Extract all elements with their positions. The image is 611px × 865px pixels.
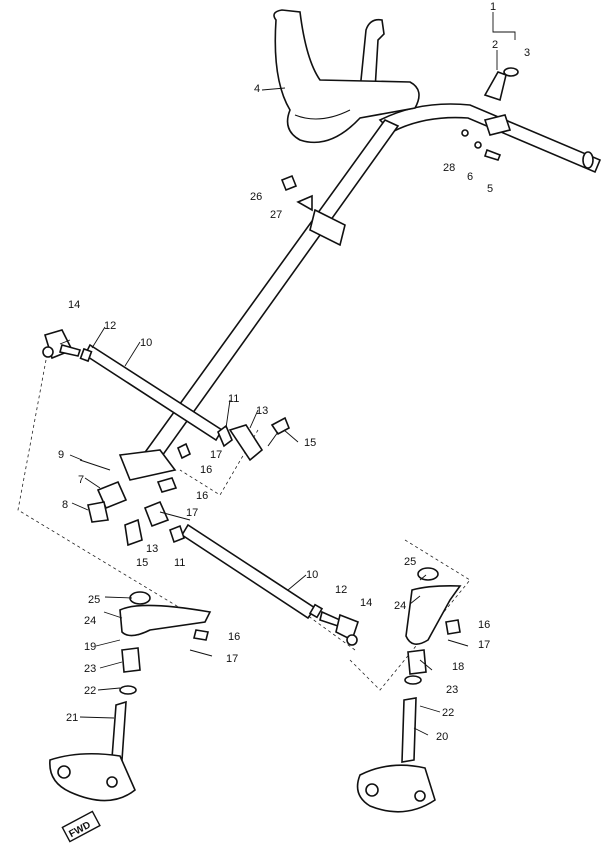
callout-label: 24 <box>84 615 96 627</box>
right-spindle-assembly <box>356 567 469 813</box>
callout-label: 16 <box>478 619 490 631</box>
lower-tie-rod <box>180 523 359 646</box>
callout-label: 17 <box>478 639 490 651</box>
callout-label: 14 <box>68 299 80 311</box>
callout-label: 17 <box>210 449 222 461</box>
handlebar-hardware <box>280 129 502 212</box>
callout-label: 22 <box>84 685 96 697</box>
leader-lines <box>59 12 516 736</box>
left-spindle-assembly <box>49 591 213 802</box>
callout-label: 16 <box>200 464 212 476</box>
callout-label: 10 <box>306 569 318 581</box>
callout-label: 23 <box>84 663 96 675</box>
callout-label: 19 <box>84 641 96 653</box>
callout-label: 13 <box>146 543 158 555</box>
callout-label: 24 <box>394 600 406 612</box>
callout-label: 25 <box>404 556 416 568</box>
callout-label: 15 <box>304 437 316 449</box>
callout-label: 17 <box>226 653 238 665</box>
callout-label: 13 <box>256 405 268 417</box>
callout-label: 2 <box>492 39 498 51</box>
callout-label: 10 <box>140 337 152 349</box>
callout-label: 26 <box>250 191 262 203</box>
callout-label: 16 <box>228 631 240 643</box>
callout-label: 21 <box>66 712 78 724</box>
callout-label: 17 <box>186 507 198 519</box>
callout-label: 4 <box>254 83 260 95</box>
callout-label: 18 <box>452 661 464 673</box>
callout-label: 15 <box>136 557 148 569</box>
callout-label: 7 <box>78 474 84 486</box>
callout-label: 12 <box>104 320 116 332</box>
callout-label: 9 <box>58 449 64 461</box>
callout-label: 8 <box>62 499 68 511</box>
handlebar-pad <box>273 9 420 144</box>
callout-label: 12 <box>335 584 347 596</box>
center-linkage <box>79 416 291 547</box>
callout-label: 14 <box>360 597 372 609</box>
callout-labels: 1 2 3 4 28 6 5 26 27 14 12 10 11 13 15 9… <box>58 1 530 743</box>
callout-label: 25 <box>88 594 100 606</box>
callout-label: 16 <box>196 490 208 502</box>
fwd-marker: FWD <box>61 810 101 843</box>
callout-label: 27 <box>270 209 282 221</box>
callout-label: 11 <box>228 393 239 405</box>
steering-column <box>118 118 400 481</box>
callout-label: 6 <box>467 171 473 183</box>
callout-label: 20 <box>436 731 448 743</box>
callout-label: 3 <box>524 47 530 59</box>
callout-label: 28 <box>443 162 455 174</box>
callout-label: 11 <box>174 557 185 569</box>
callout-label: 22 <box>442 707 454 719</box>
callout-label: 23 <box>446 684 458 696</box>
throttle-lever <box>483 67 519 136</box>
callout-label: 5 <box>487 183 493 195</box>
callout-label: 1 <box>490 1 496 13</box>
